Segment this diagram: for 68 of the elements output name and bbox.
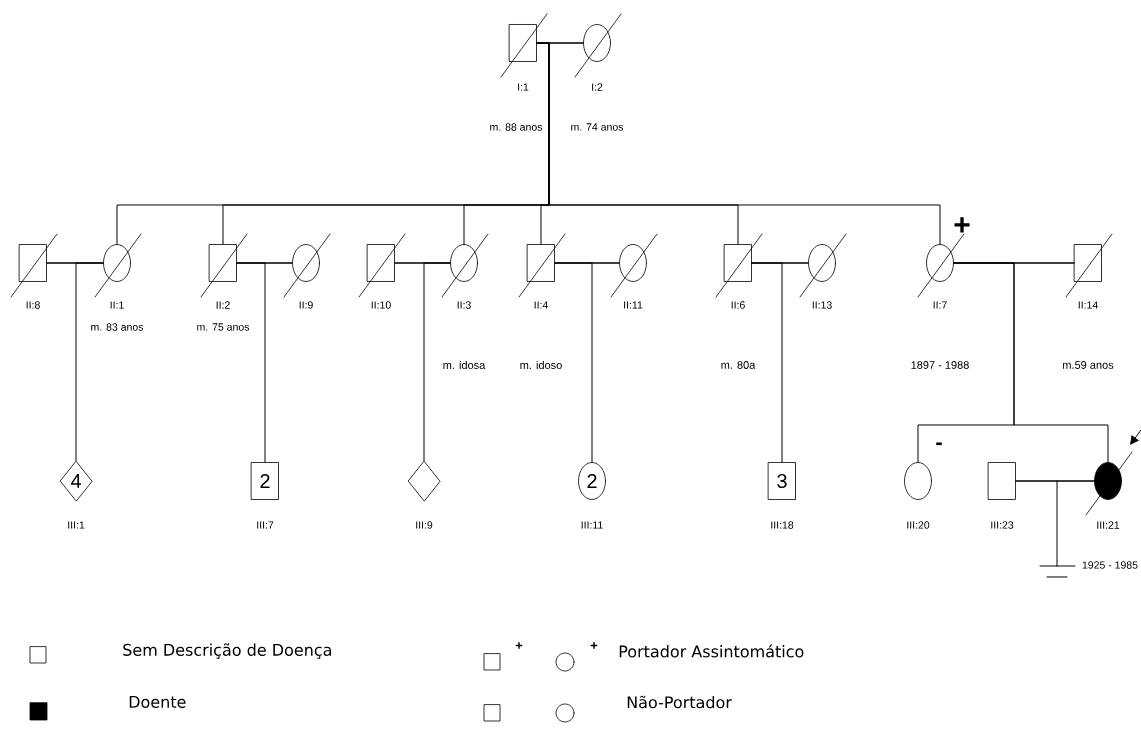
age-note: m. 88 anos: [490, 123, 543, 131]
deceased-male-symbol: [358, 233, 406, 298]
legend-text: Sem Descrição de Doença: [123, 643, 331, 659]
marriage-line: [46, 262, 104, 264]
pedigree-id: III:1: [68, 521, 85, 529]
age-note: m.59 anos: [1063, 361, 1114, 369]
pedigree-id: II:6: [731, 301, 745, 309]
age-note: m. 83 anos: [91, 323, 144, 331]
legend-text: Portador Assintomático: [619, 644, 804, 658]
pedigree-id: II:8: [26, 301, 40, 309]
pedigree-id: III:7: [257, 521, 274, 529]
carrier-sign: +: [590, 642, 598, 649]
pedigree-id: III:18: [771, 521, 794, 529]
deceased-female-symbol: [94, 233, 142, 298]
age-note: 1897 - 1988: [911, 361, 969, 369]
deceased-male-symbol: [1065, 233, 1113, 298]
sex-unknown-symbol: [407, 460, 441, 502]
age-note: m. idoso: [520, 360, 562, 370]
pedigree-id: II:2: [216, 301, 230, 309]
pedigree-id: II:9: [299, 301, 313, 309]
deceased-female-symbol: [574, 13, 622, 78]
pedigree-id: III:20: [907, 521, 930, 529]
deceased-male-symbol: [200, 233, 248, 298]
deceased-female-symbol: [283, 233, 331, 298]
deceased-male-symbol: [500, 13, 548, 78]
pedigree-id: II:11: [624, 301, 643, 309]
marriage-line: [394, 262, 451, 264]
pedigree-id: II:3: [457, 301, 471, 309]
pedigree-id: II:14: [1078, 301, 1098, 309]
pedigree-id: II:4: [534, 301, 548, 309]
legend-text: Não-Portador: [627, 695, 732, 709]
marriage-line: [1015, 480, 1095, 482]
descent-line: [953, 262, 1109, 463]
pedigree-id: II:13: [812, 301, 832, 309]
age-note: m. 80a: [721, 361, 756, 369]
deceased-female-symbol: [1085, 451, 1133, 516]
deceased-male-symbol: [518, 233, 566, 298]
descent-line: [554, 262, 593, 463]
pedigree-id: III:23: [991, 521, 1014, 529]
pedigree-id: III:21: [1097, 521, 1120, 529]
descent-line: [751, 262, 783, 463]
descent-line: [423, 262, 451, 462]
deceased-female-symbol: [917, 233, 965, 298]
deceased-male-symbol: [715, 233, 763, 298]
descent-line: [75, 262, 104, 462]
pedigree-id: I:1: [518, 83, 529, 91]
pedigree-id: III:9: [416, 521, 433, 529]
deceased-female-symbol: [799, 233, 847, 298]
deceased-male-symbol: [10, 233, 58, 298]
pedigree-id: II:1: [110, 301, 124, 309]
age-note: m. 75 anos: [197, 323, 250, 331]
pedigree-id: III:11: [581, 521, 603, 529]
age-note: m. idosa: [443, 360, 486, 370]
pedigree-id: II:10: [371, 301, 391, 309]
descent-line: [236, 262, 266, 463]
deceased-female-symbol: [441, 233, 489, 298]
pedigree-id: I:2: [592, 83, 603, 91]
carrier-sign: +: [515, 642, 523, 649]
pedigree-id: II:7: [933, 301, 947, 309]
deceased-female-symbol: [610, 233, 658, 298]
age-note: m. 74 anos: [571, 123, 624, 131]
descent-line: [536, 42, 941, 245]
age-note: 1925 - 1985: [1082, 561, 1138, 569]
female-symbol: [904, 462, 932, 500]
legend-text: Doente: [129, 696, 186, 708]
carrier-sign: +: [954, 217, 970, 233]
male-symbol: [988, 462, 1016, 500]
carrier-sign: -: [936, 442, 942, 446]
